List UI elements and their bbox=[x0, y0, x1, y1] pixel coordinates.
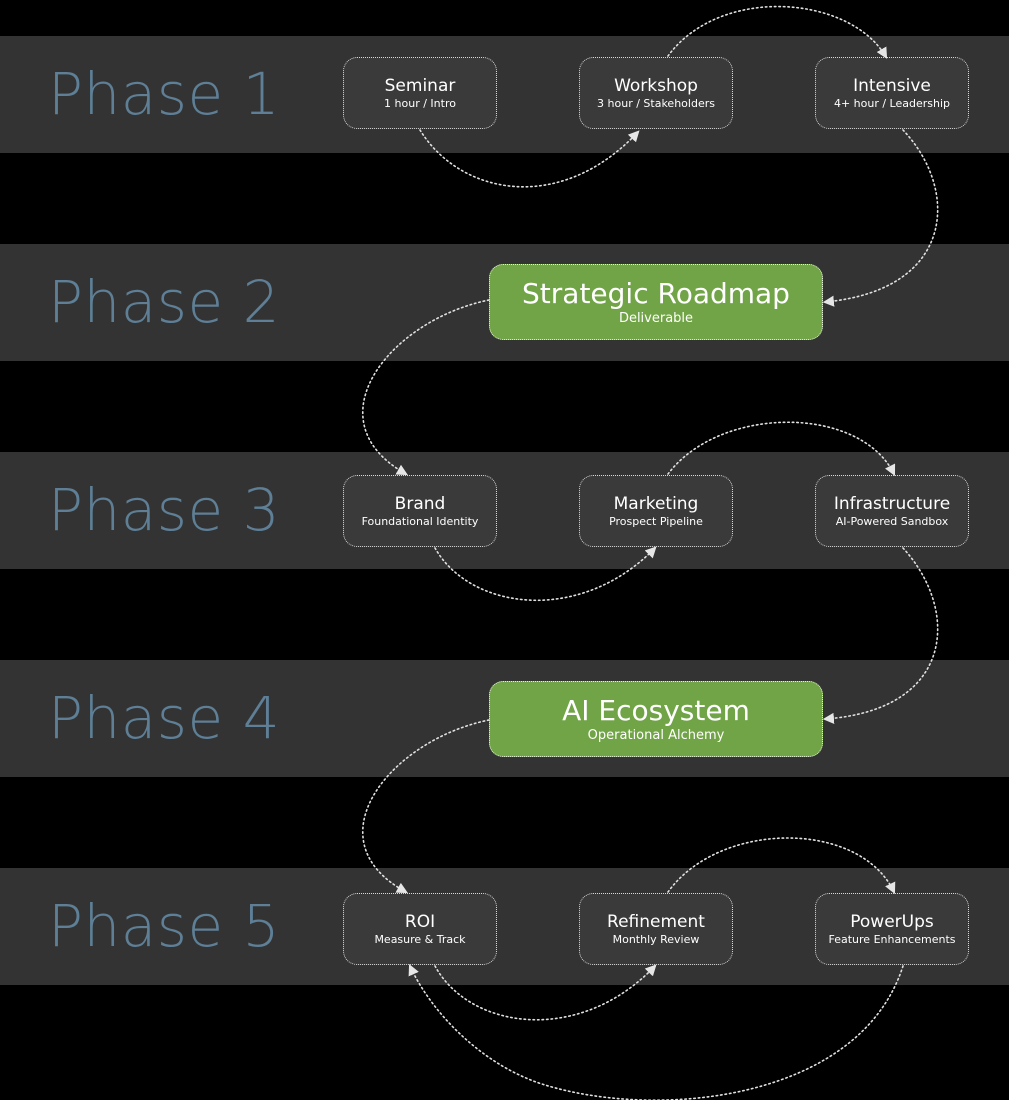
node-subtitle: 4+ hour / Leadership bbox=[833, 96, 951, 110]
node-subtitle: AI-Powered Sandbox bbox=[835, 514, 949, 528]
phase-5-label: Phase 5 bbox=[48, 892, 281, 960]
node-subtitle: Foundational Identity bbox=[361, 514, 479, 528]
node-subtitle: 3 hour / Stakeholders bbox=[597, 96, 715, 110]
workshop-node: Workshop 3 hour / Stakeholders bbox=[579, 57, 733, 129]
node-title: Infrastructure bbox=[833, 493, 951, 514]
phase-3-label: Phase 3 bbox=[48, 476, 281, 544]
node-title: ROI bbox=[404, 911, 436, 932]
ai-ecosystem-node: AI Ecosystem Operational Alchemy bbox=[489, 681, 823, 757]
node-subtitle: Feature Enhancements bbox=[828, 932, 956, 946]
node-subtitle: 1 hour / Intro bbox=[384, 96, 456, 110]
node-subtitle: Prospect Pipeline bbox=[609, 514, 703, 528]
intensive-node: Intensive 4+ hour / Leadership bbox=[815, 57, 969, 129]
connector-powerups-to-roi bbox=[408, 963, 904, 1100]
node-subtitle: Operational Alchemy bbox=[587, 727, 725, 743]
node-title: Marketing bbox=[613, 493, 699, 514]
node-title: Seminar bbox=[384, 75, 456, 96]
roi-node: ROI Measure & Track bbox=[343, 893, 497, 965]
node-title: Refinement bbox=[607, 911, 705, 932]
node-title: PowerUps bbox=[850, 911, 934, 932]
marketing-node: Marketing Prospect Pipeline bbox=[579, 475, 733, 547]
node-title: Workshop bbox=[614, 75, 698, 96]
node-title: Brand bbox=[394, 493, 446, 514]
infrastructure-node: Infrastructure AI-Powered Sandbox bbox=[815, 475, 969, 547]
brand-node: Brand Foundational Identity bbox=[343, 475, 497, 547]
phase-2-label: Phase 2 bbox=[48, 268, 281, 336]
node-subtitle: Monthly Review bbox=[612, 932, 700, 946]
phase-4-label: Phase 4 bbox=[48, 684, 281, 752]
strategic-roadmap-node: Strategic Roadmap Deliverable bbox=[489, 264, 823, 340]
node-title: Intensive bbox=[853, 75, 931, 96]
node-title: AI Ecosystem bbox=[562, 693, 750, 727]
refinement-node: Refinement Monthly Review bbox=[579, 893, 733, 965]
node-title: Strategic Roadmap bbox=[522, 276, 790, 310]
node-subtitle: Deliverable bbox=[618, 310, 694, 326]
node-subtitle: Measure & Track bbox=[374, 932, 466, 946]
phase-1-label: Phase 1 bbox=[48, 60, 281, 128]
seminar-node: Seminar 1 hour / Intro bbox=[343, 57, 497, 129]
powerups-node: PowerUps Feature Enhancements bbox=[815, 893, 969, 965]
